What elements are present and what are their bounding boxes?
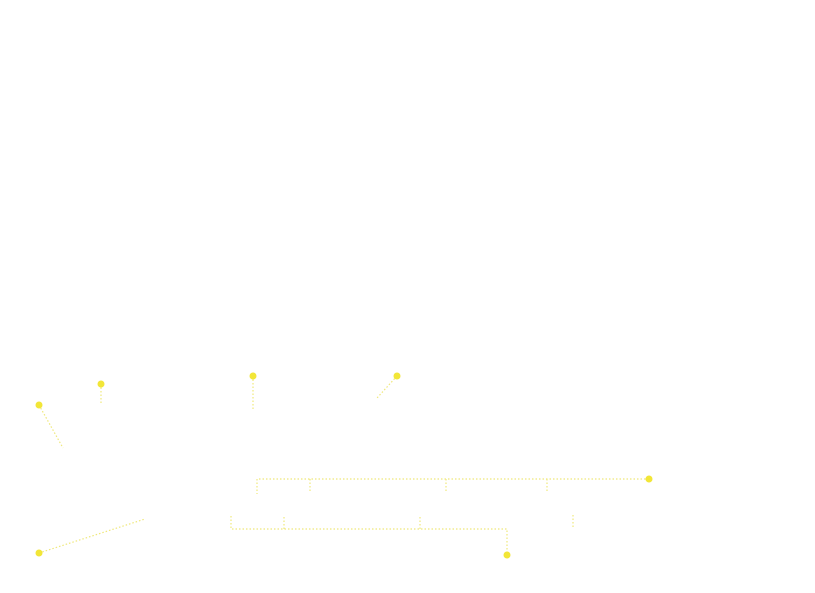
callout-bracket-5: [256, 478, 649, 494]
callout-dot-4[interactable]: [393, 372, 401, 380]
callout-dot-7[interactable]: [35, 549, 43, 557]
callout-bracket-6: [230, 516, 508, 555]
callout-dot-5[interactable]: [645, 475, 653, 483]
callout-line-1: [38, 404, 64, 449]
callout-dot-3[interactable]: [249, 372, 257, 380]
callout-dots: [35, 372, 653, 559]
callout-dot-1[interactable]: [35, 401, 43, 409]
callout-line-4: [376, 375, 398, 399]
callout-line-7: [38, 518, 146, 554]
callout-dot-6[interactable]: [503, 551, 511, 559]
callout-dot-2[interactable]: [97, 380, 105, 388]
callout-lines: [38, 375, 649, 555]
